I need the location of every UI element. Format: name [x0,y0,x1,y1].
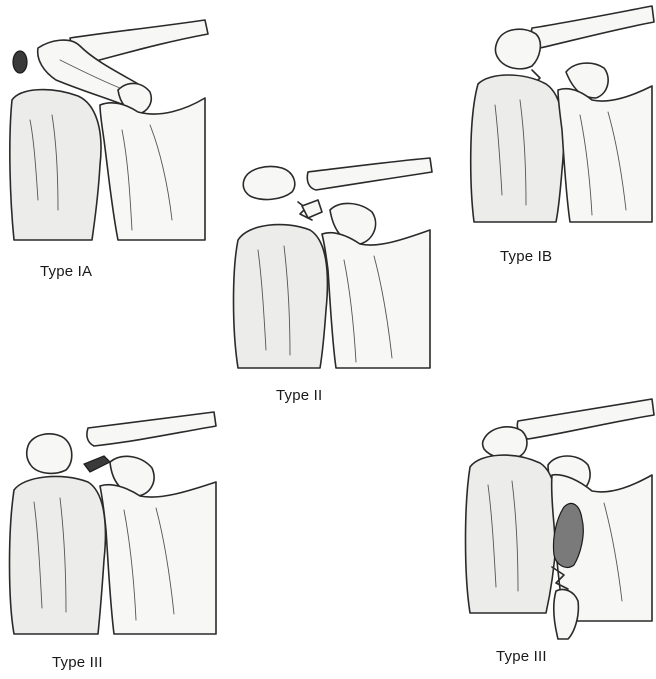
scapula [100,98,205,240]
acromion-fragment [27,434,72,474]
humeral-head [10,476,106,634]
type-iii-left-illustration [0,410,226,638]
fracture-fragment [302,200,322,218]
type-ia-illustration [0,0,220,250]
clavicle [531,6,654,48]
humeral-head [466,455,558,613]
scapula [322,230,430,368]
avulsed-fragment [13,51,27,73]
scapula-fragment [554,589,579,639]
humeral-head [10,90,101,240]
fracture-gap [84,456,110,472]
caption-type-iii-left: Type III [52,654,103,671]
acromion-fragment [495,29,540,69]
panel-type-ii: Type II [226,150,436,410]
acromion [483,427,527,459]
humeral-head [471,75,564,222]
caption-type-iii-right: Type III [496,648,547,665]
type-iii-right-illustration [456,395,656,640]
humeral-head [234,225,328,368]
panel-type-iii-left: Type III [0,410,226,675]
scapula [558,86,652,222]
clavicle [87,412,216,446]
clavicle [517,399,654,439]
acromion-fragment [243,167,295,200]
caption-type-ii: Type II [276,387,322,404]
type-ib-illustration [440,0,656,230]
panel-type-ia: Type IA [0,0,220,250]
caption-type-ia: Type IA [40,263,92,280]
panel-type-iii-right: Type III [456,395,656,675]
caption-type-ib: Type IB [500,248,552,265]
panel-type-ib: Type IB [440,0,656,280]
type-ii-illustration [226,150,436,372]
clavicle [307,158,432,190]
scapula [100,482,216,634]
